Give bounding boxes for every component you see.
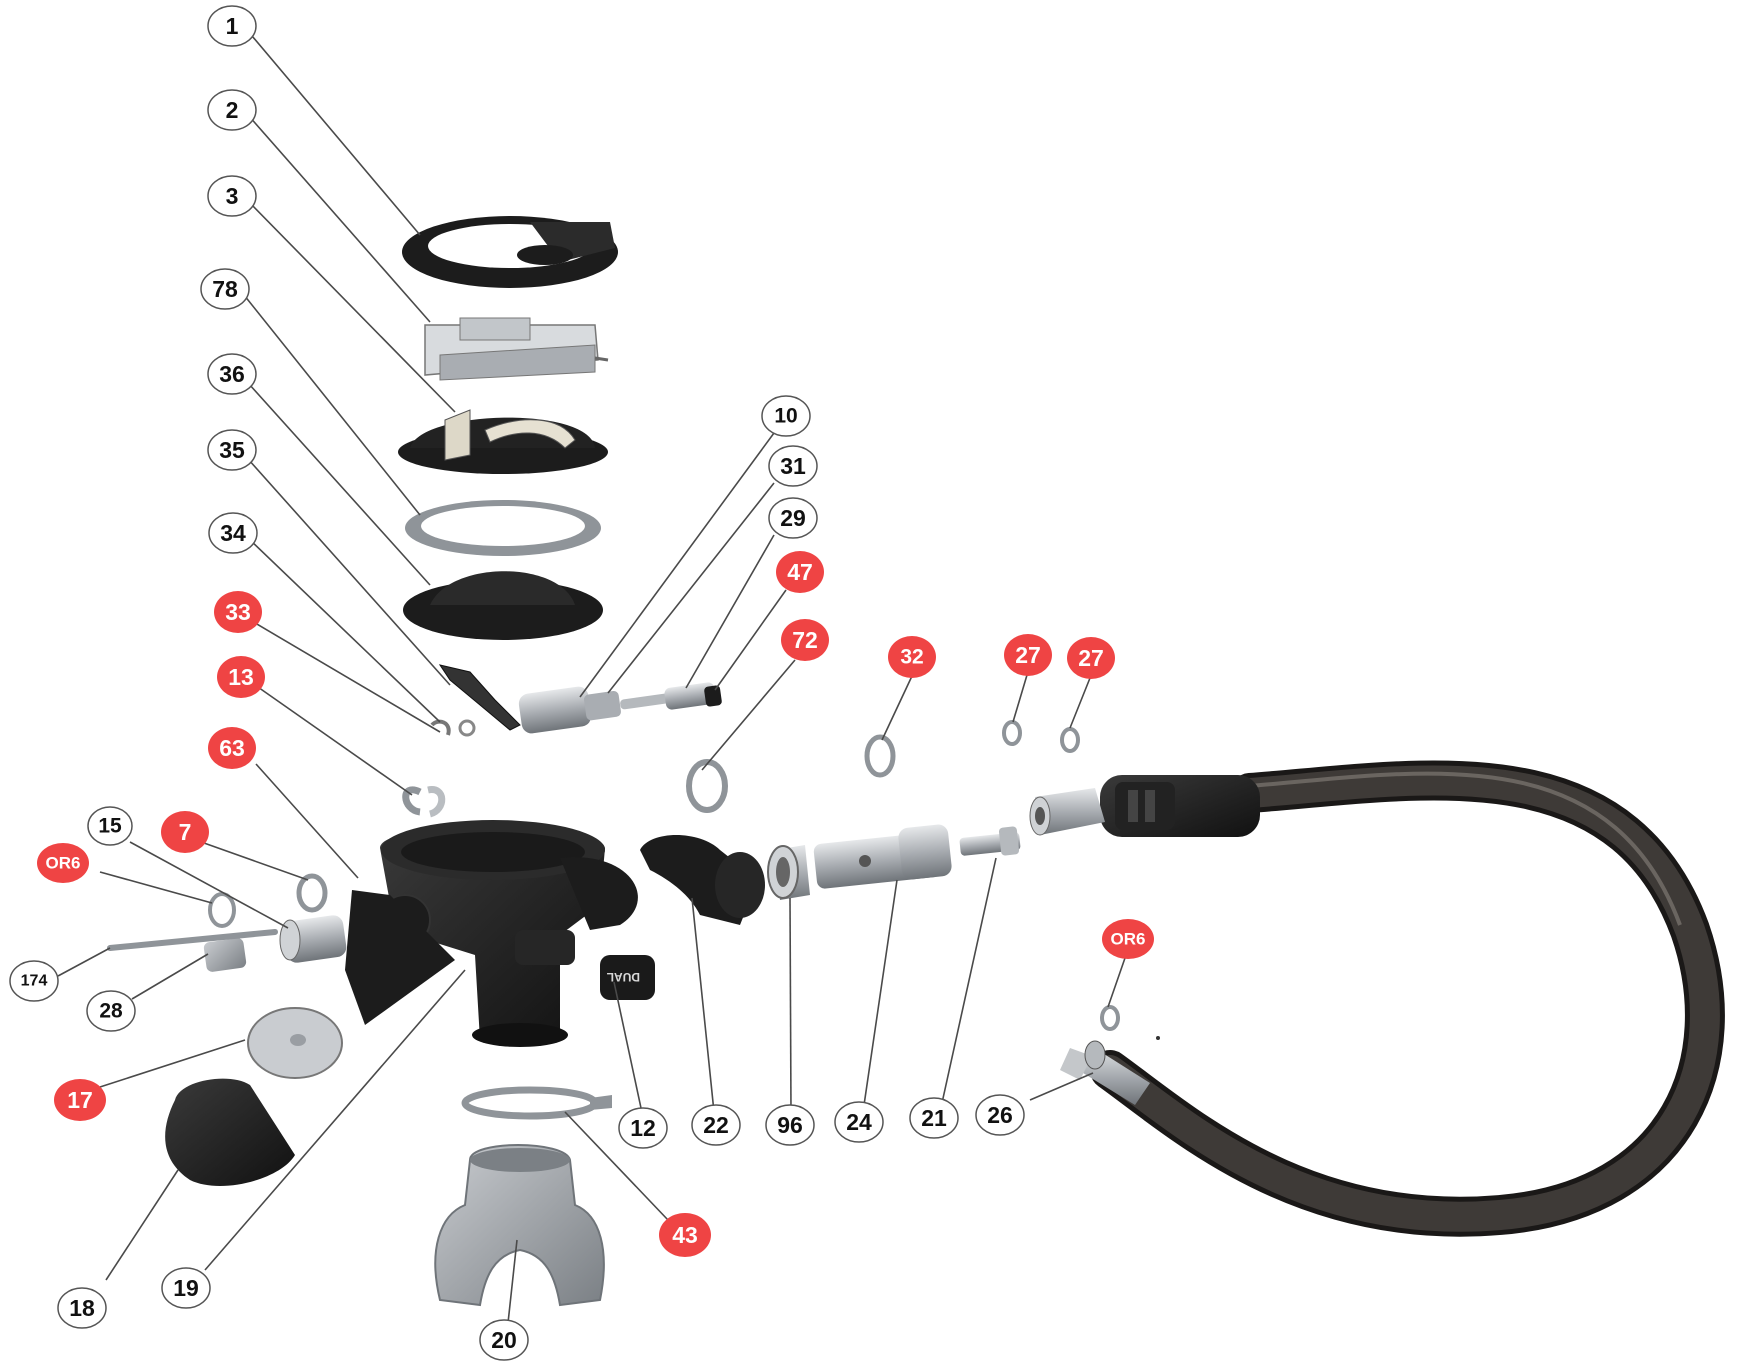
svg-text:29: 29 [780, 505, 806, 531]
svg-text:13: 13 [228, 664, 254, 690]
callout-1: 1 [207, 5, 257, 47]
svg-text:27: 27 [1078, 645, 1104, 671]
hose-crimp-fitting-part [1060, 1040, 1150, 1105]
svg-text:26: 26 [987, 1102, 1013, 1128]
bushing-part [767, 845, 810, 900]
callout-26: 26 [975, 1094, 1025, 1136]
valve-assembly-part [518, 682, 722, 734]
callout-96: 96 [765, 1104, 815, 1146]
callout-72: 72 [781, 619, 829, 661]
leader-lines [57, 29, 1126, 1324]
svg-text:78: 78 [212, 276, 238, 302]
svg-text:33: 33 [225, 599, 251, 625]
svg-text:63: 63 [219, 735, 245, 761]
callout-3: 3 [207, 175, 257, 217]
svg-text:36: 36 [219, 361, 245, 387]
spring-cage-part [424, 317, 609, 381]
lever-part [438, 664, 521, 731]
svg-text:27: 27 [1015, 642, 1041, 668]
exhaust-valve-part [247, 1007, 343, 1079]
hose-end-fitting-part [1029, 775, 1260, 837]
svg-text:31: 31 [780, 453, 806, 479]
callout-33: 33 [214, 591, 262, 633]
callout-22: 22 [691, 1104, 741, 1146]
callout-12: 12 [618, 1107, 668, 1149]
callout-24: 24 [834, 1101, 884, 1143]
diaphragm-part [403, 571, 603, 640]
svg-text:174: 174 [21, 973, 48, 990]
callout-63: 63 [208, 727, 256, 769]
callout-47: 47 [776, 551, 824, 593]
callout-15: 15 [87, 806, 133, 846]
callout-174: 174 [9, 960, 59, 1002]
c-clip-part [402, 786, 446, 818]
callout-or6-a: OR6 [37, 843, 89, 883]
callout-19: 19 [161, 1267, 211, 1309]
svg-text:43: 43 [672, 1222, 698, 1248]
exhaust-tee-part [345, 890, 455, 1025]
callout-27-b: 27 [1067, 637, 1115, 679]
purge-cover-part [165, 1078, 295, 1186]
mouthpiece-part [434, 1144, 605, 1307]
svg-text:47: 47 [787, 559, 813, 585]
hose-swivel-elbow-part [640, 835, 765, 925]
callout-7: 7 [161, 811, 209, 853]
svg-text:12: 12 [630, 1115, 656, 1141]
callout-36: 36 [207, 353, 257, 395]
callout-35: 35 [207, 429, 257, 471]
svg-text:20: 20 [491, 1327, 517, 1353]
svg-text:28: 28 [99, 1000, 123, 1023]
callout-or6-b: OR6 [1102, 919, 1154, 959]
svg-text:2: 2 [226, 97, 239, 123]
callout-27-a: 27 [1004, 634, 1052, 676]
svg-text:35: 35 [219, 437, 245, 463]
svg-text:18: 18 [69, 1295, 95, 1321]
callout-20: 20 [479, 1319, 529, 1361]
stray-dot [1156, 1036, 1160, 1040]
callout-31: 31 [768, 445, 818, 487]
svg-text:3: 3 [226, 183, 239, 209]
svg-text:32: 32 [900, 646, 923, 669]
callout-29: 29 [768, 497, 818, 539]
valve-housing-part [813, 824, 952, 889]
cover-washer-part [405, 500, 601, 556]
svg-text:34: 34 [220, 520, 246, 546]
front-cover-ring-part [402, 216, 618, 288]
svg-text:96: 96 [777, 1112, 803, 1138]
svg-text:22: 22 [703, 1112, 729, 1138]
callout-21: 21 [909, 1097, 959, 1139]
svg-text:19: 19 [173, 1275, 199, 1301]
poppet-part [959, 826, 1021, 856]
hose-part [1090, 760, 1725, 1237]
svg-text:21: 21 [921, 1105, 947, 1131]
svg-text:OR6: OR6 [46, 854, 81, 873]
brand-mark: DUAL [607, 970, 640, 984]
svg-text:24: 24 [846, 1109, 872, 1135]
svg-text:OR6: OR6 [1111, 930, 1146, 949]
callout-34: 34 [208, 512, 258, 554]
o-ring-part [208, 720, 1120, 1031]
callout-17: 17 [54, 1079, 106, 1121]
diaphragm-cover-part [398, 409, 608, 474]
callout-32: 32 [888, 636, 936, 678]
svg-text:1: 1 [226, 13, 239, 39]
callout-78: 78 [200, 268, 250, 310]
second-stage-body-part: DUAL [379, 820, 655, 1047]
svg-text:72: 72 [792, 627, 818, 653]
callout-28: 28 [86, 990, 136, 1032]
callout-13: 13 [217, 656, 265, 698]
svg-text:10: 10 [774, 405, 797, 428]
adjust-knob-parts [107, 915, 347, 972]
mouthpiece-clamp-part [461, 1086, 612, 1120]
callout-10: 10 [761, 395, 811, 437]
callout-18: 18 [57, 1287, 107, 1329]
svg-text:17: 17 [67, 1087, 93, 1113]
callout-43: 43 [659, 1213, 711, 1257]
svg-text:15: 15 [98, 815, 122, 838]
callouts-layer: 1 2 3 78 36 35 34 33 13 63 15 7 OR6 174 … [9, 5, 1154, 1361]
small-clip-part [430, 719, 476, 737]
callout-2: 2 [207, 89, 257, 131]
svg-text:7: 7 [179, 819, 192, 845]
